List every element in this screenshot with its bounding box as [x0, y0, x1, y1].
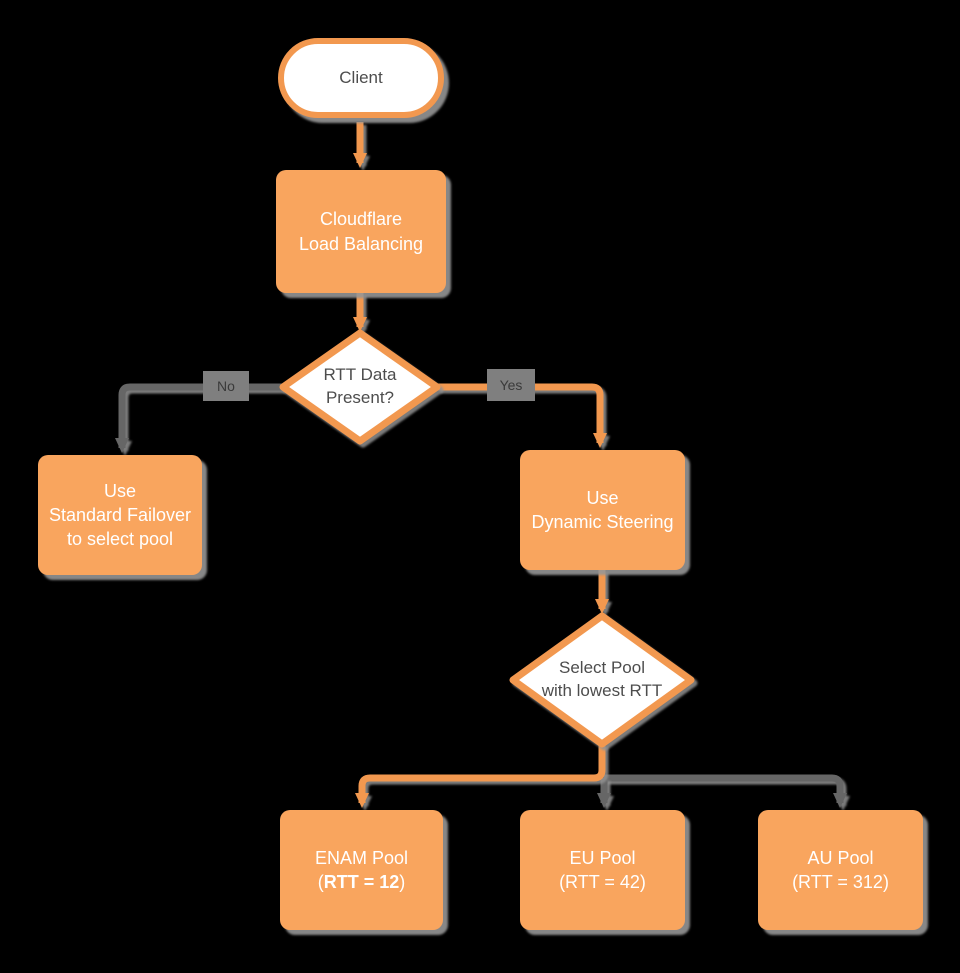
node-client: Client: [278, 38, 444, 118]
select-pool-diamond: [509, 612, 695, 748]
enam-paren-close: ): [399, 872, 406, 892]
edge-label-no: No: [203, 371, 249, 401]
standard-failover-line3: to select pool: [66, 529, 174, 550]
no-label-text: No: [217, 378, 235, 394]
au-pool-line2: (RTT = 312): [792, 872, 889, 892]
yes-label-text: Yes: [499, 377, 523, 393]
node-dynamic-steering: Use Dynamic Steering: [520, 450, 685, 570]
eu-pool-line2: (RTT = 42): [559, 872, 646, 892]
rtt-decision-diamond: [279, 329, 441, 445]
node-standard-failover: Use Standard Failover to select pool: [38, 455, 202, 575]
node-eu-pool: EU Pool (RTT = 42): [520, 810, 685, 930]
node-au-pool: AU Pool (RTT = 312): [758, 810, 923, 930]
load-balancing-line1: Cloudflare: [319, 209, 403, 230]
edge-select-pool-to-au-pool: [604, 774, 847, 808]
edge-no-to-standard-failover: [115, 383, 283, 453]
standard-failover-line2: Standard Failover: [48, 504, 192, 525]
au-pool-line1: AU Pool: [807, 847, 874, 868]
client-label: Client: [339, 68, 383, 87]
eu-pool-line1: EU Pool: [569, 847, 636, 868]
enam-rtt-value: RTT = 12: [323, 872, 400, 892]
node-enam-pool: ENAM Pool (RTT = 12): [280, 810, 443, 930]
load-balancing-line2: Load Balancing: [298, 233, 424, 254]
edge-label-yes: Yes: [487, 369, 535, 401]
node-load-balancing: Cloudflare Load Balancing: [276, 170, 446, 293]
standard-failover-line1: Use: [103, 480, 136, 501]
enam-pool-line1: ENAM Pool: [314, 847, 409, 868]
dynamic-steering-line2: Dynamic Steering: [531, 512, 674, 532]
dynamic-steering-line1: Use: [586, 487, 619, 508]
enam-pool-line2: (RTT = 12): [318, 870, 406, 894]
edge-select-pool-to-enam-pool: [355, 744, 606, 808]
enam-paren-open: (: [317, 872, 324, 892]
edge-yes-to-dynamic-steering: [437, 383, 607, 448]
